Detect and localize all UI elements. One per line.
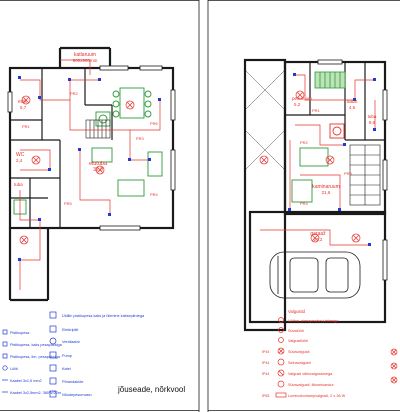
left-plan-furniture xyxy=(13,87,163,215)
sheet-caption: jõuseade, nõrkvool xyxy=(117,385,185,394)
legend-item-label: Kaabel 3x2,5mm2, 380W/22m xyxy=(10,391,61,395)
legend-item-label: Katel xyxy=(62,367,71,371)
right-room-label-tuba: tuba xyxy=(368,114,377,119)
left-circuit-mark: PR4 xyxy=(150,192,159,197)
left-room-area-elutuba: 32,0 xyxy=(93,167,103,173)
left-legend: Pistikupesa Pistikupesa, kaks pesapuksig… xyxy=(2,311,145,398)
legend-item-label: Süvavalgusti xyxy=(288,350,310,354)
left-room-label-tuba: tuba xyxy=(14,182,23,187)
right-circuit-mark: PR3 xyxy=(344,171,353,176)
right-floor-plan: saun 4,5 pesuruum 5,2 kaminaruum 21,6 ga… xyxy=(243,58,388,332)
right-plan-sockets xyxy=(288,73,376,246)
right-room-label-garaaz: garaaž xyxy=(310,231,326,237)
legend-item-label: Üldliin pistikupesa kaks ja ülemine kait… xyxy=(62,314,145,318)
legend-ip-tag: IP44 xyxy=(262,361,269,365)
legend-item-label: Elektripliit xyxy=(62,328,79,332)
left-plan-fixtures xyxy=(19,95,135,245)
right-room-area-kaminaruum: 21,6 xyxy=(322,190,331,195)
left-circuit-mark: PR6 xyxy=(150,121,159,126)
legend-item-label: Ventilaator xyxy=(62,340,81,344)
legend-item-label: Valgusti välisvalgustusega xyxy=(288,372,333,376)
right-plan-hatch xyxy=(244,69,286,171)
left-floor-plan: katlaruum 900x900mm esik 5,7 elutuba 32,… xyxy=(7,46,176,302)
left-room-label-katlaruum-size: 900x900mm xyxy=(73,58,98,63)
right-legend-heading: Valgustid xyxy=(288,309,306,314)
left-room-area-esik: 5,7 xyxy=(20,105,27,110)
legend-item-label: Luminofoorlampvalgusti, 2 x 36 W xyxy=(288,394,346,398)
right-plan-sauna-bench xyxy=(314,71,346,89)
legend-item-label: Lülitus, pinnapealse juhtmega xyxy=(288,319,339,323)
legend-item-label: Seinavalgusti xyxy=(288,361,311,365)
legend-item-label: Nõudepesumasin xyxy=(62,393,92,397)
legend-item-label: Valgustilüliti xyxy=(288,339,308,343)
legend-item-label: Pistikupesa xyxy=(10,331,30,335)
right-circuit-mark: PR4 xyxy=(300,201,309,206)
left-plan-sockets xyxy=(18,76,161,261)
left-circuit-mark: PR2 xyxy=(70,91,79,96)
left-legend-col2: Üldliin pistikupesa kaks ja ülemine kait… xyxy=(49,311,145,398)
right-room-area-saun: 4,5 xyxy=(349,105,356,110)
legend-item-label: Pistikupesa, ilm. pesapuksiga xyxy=(10,355,61,359)
left-room-label-esik: esik xyxy=(18,99,27,105)
right-room-label-saun: saun xyxy=(347,99,358,105)
legend-ip-tag: IP44 xyxy=(262,372,269,376)
right-room-area-garaaz: 27,2 xyxy=(314,237,323,242)
right-plan-stairs xyxy=(349,144,381,206)
left-legend-col1: Pistikupesa Pistikupesa, kaks pesapuksig… xyxy=(2,329,63,395)
left-room-label-elutuba: elutuba xyxy=(89,161,108,167)
right-legend: Valgustid Lülitus, pinnapealse juhtmega … xyxy=(262,309,398,398)
right-room-area-tuba: 9,8 xyxy=(369,120,376,125)
legend-ip-tag: IP65 xyxy=(262,394,269,398)
right-circuit-mark: PR1 xyxy=(312,108,321,113)
legend-item-label: Põrandaküte xyxy=(62,380,84,384)
left-plan-stairs xyxy=(85,119,111,139)
legend-item-label: Süvalühti xyxy=(288,329,304,333)
legend-item-label: Lüliti xyxy=(10,367,18,371)
car-icon xyxy=(269,251,361,299)
left-room-label-katlaruum: katlaruum xyxy=(74,52,96,58)
right-plan-wiring xyxy=(260,74,376,246)
right-circuit-mark: PR2 xyxy=(300,140,309,145)
right-plan-furniture xyxy=(291,147,329,203)
left-circuit-mark: PR3 xyxy=(136,136,145,141)
right-plan-stove xyxy=(329,123,345,139)
legend-ip-tag: IP44 xyxy=(262,350,269,354)
left-room-label-wc: WC xyxy=(16,152,25,158)
left-plan-walls xyxy=(8,46,175,302)
legend-item-label: Kaabel 3x1,5 mm2 xyxy=(10,379,42,383)
left-circuit-mark: PR1 xyxy=(22,124,31,129)
legend-item-label: Süvavalgusti, liikumisandur xyxy=(288,383,335,387)
right-room-label-pesuruum: pesuruum xyxy=(292,96,312,101)
right-room-label-kaminaruum: kaminaruum xyxy=(312,184,340,190)
right-plan-windows xyxy=(317,59,388,281)
legend-item-label: Pump xyxy=(62,354,72,358)
left-circuit-mark: PR5 xyxy=(64,201,73,206)
left-plan-windows xyxy=(7,65,176,231)
legend-item-label: Pistikupesa, kaks pesapuksiga xyxy=(10,343,63,347)
left-plan-wiring xyxy=(19,59,161,290)
right-room-area-pesuruum: 5,2 xyxy=(294,102,301,107)
right-plan-fixtures xyxy=(259,90,361,243)
left-room-area-wc: 2,4 xyxy=(16,158,23,163)
